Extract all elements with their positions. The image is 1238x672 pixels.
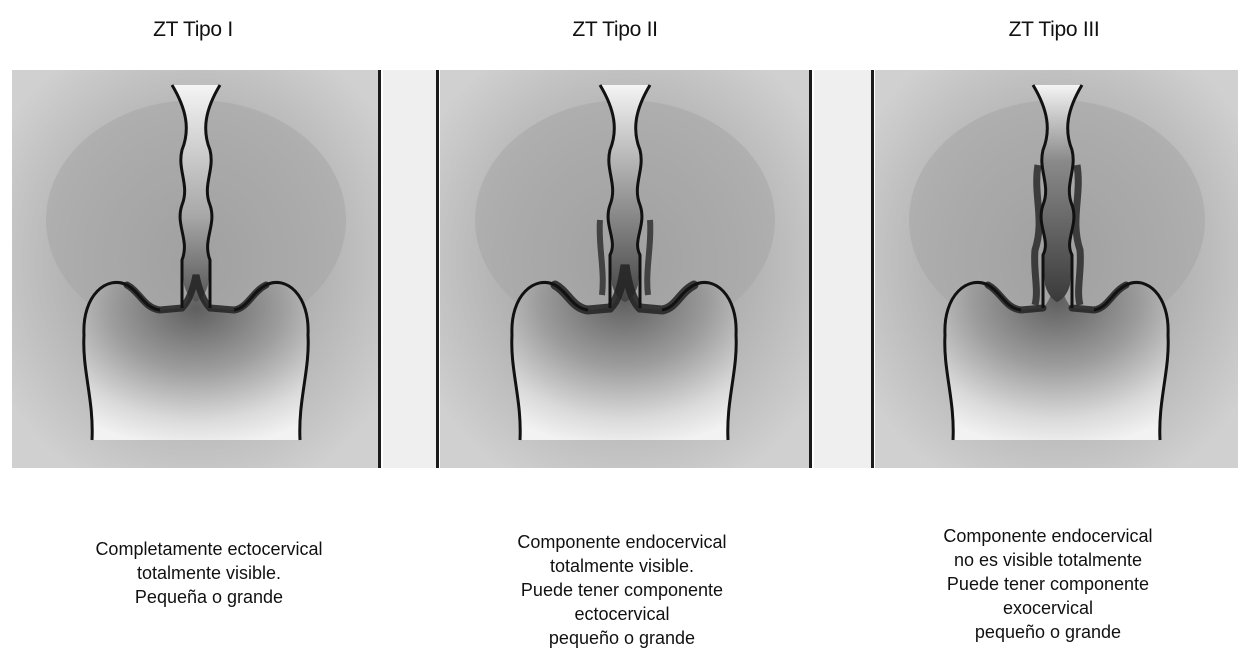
zone-type-2-illustration: [440, 70, 810, 468]
caption-line: pequeño o grande: [868, 620, 1228, 644]
caption-line: totalmente visible.: [442, 554, 802, 578]
cervix-diagram: [12, 70, 379, 468]
zone-type-1-caption: Completamente ectocervical totalmente vi…: [29, 537, 389, 609]
caption-line: totalmente visible.: [29, 561, 389, 585]
caption-line: Componente endocervical: [442, 530, 802, 554]
caption-line: Componente endocervical: [868, 524, 1228, 548]
panel-gap-strip: [814, 70, 872, 468]
panel-divider: [809, 70, 812, 468]
caption-line: Puede tener componente: [868, 572, 1228, 596]
zone-type-3-caption: Componente endocervical no es visible to…: [868, 524, 1228, 644]
panel-divider: [378, 70, 381, 468]
panel-gap-strip: [383, 70, 437, 468]
caption-line: ectocervical: [442, 602, 802, 626]
panel-divider: [871, 70, 874, 468]
caption-line: Completamente ectocervical: [29, 537, 389, 561]
cervix-diagram: [440, 70, 810, 468]
caption-line: no es visible totalmente: [868, 548, 1228, 572]
caption-line: Puede tener componente: [442, 578, 802, 602]
caption-line: pequeño o grande: [442, 626, 802, 650]
panel-divider: [436, 70, 439, 468]
zone-type-2-caption: Componente endocervical totalmente visib…: [442, 530, 802, 650]
zone-type-2-title: ZT Tipo II: [495, 18, 735, 42]
caption-line: Pequeña o grande: [29, 585, 389, 609]
zone-type-1-illustration: [12, 70, 379, 468]
zone-type-1-title: ZT Tipo I: [73, 18, 313, 42]
cervix-diagram: [875, 70, 1238, 468]
caption-line: exocervical: [868, 596, 1228, 620]
zone-type-3-illustration: [875, 70, 1238, 468]
zone-type-3-title: ZT Tipo III: [934, 18, 1174, 42]
